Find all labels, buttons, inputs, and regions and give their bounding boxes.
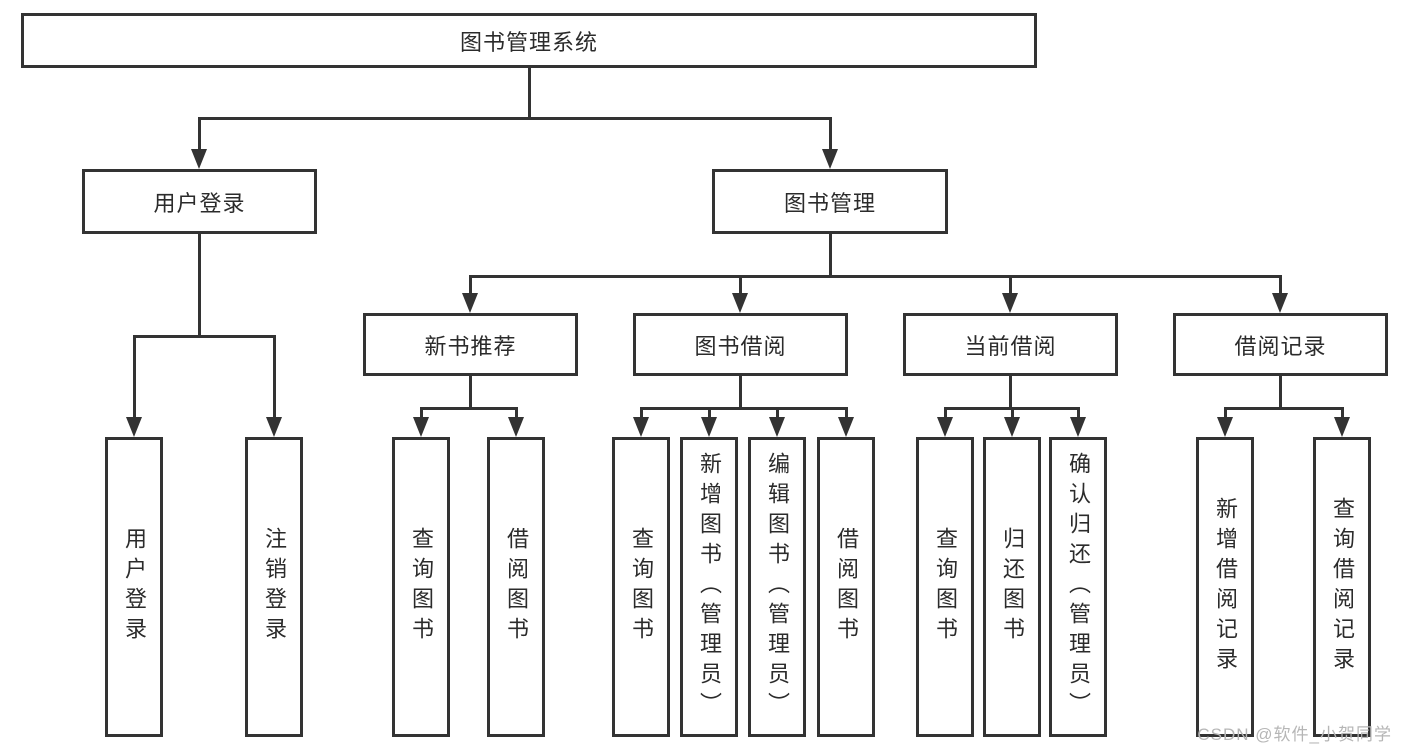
connector-arrowhead [822,149,838,169]
leaf-label: 查询图书 [933,527,958,647]
connector-arrowhead [1272,293,1288,313]
node-book-borrow: 图书借阅 [633,313,848,376]
leaf-borrow-edit-books-admin: 编辑图书（管理员） [748,437,806,737]
leaf-current-query-books: 查询图书 [916,437,974,737]
connector-line [1223,407,1344,410]
connector-arrowhead [126,417,142,437]
leaf-label: 编辑图书（管理员） [765,452,790,722]
leaf-borrow-borrow-books: 借阅图书 [817,437,875,737]
connector-line [1223,409,1227,420]
connector-arrowhead [769,417,785,437]
leaf-borrow-query-books: 查询图书 [612,437,670,737]
node-library-management-system: 图书管理系统 [21,13,1037,68]
connector-line [844,409,848,420]
node-user-login: 用户登录 [82,169,317,234]
connector-arrowhead [633,417,649,437]
connector-line [514,409,518,420]
connector-line [468,277,472,296]
watermark: CSDN @软件_小贺同学 [1197,725,1392,744]
node-label: 借阅记录 [1234,333,1327,359]
node-new-book-recommend: 新书推荐 [363,313,578,376]
leaf-user-login: 用户登录 [105,437,163,737]
connector-arrowhead [266,417,282,437]
connector-line [197,234,201,337]
leaf-current-confirm-return-admin: 确认归还（管理员） [1049,437,1107,737]
connector-line [738,277,742,296]
connector-line [1008,376,1012,409]
leaf-records-query-record: 查询借阅记录 [1313,437,1371,737]
leaf-label: 新增借阅记录 [1213,497,1238,677]
connector-arrowhead [838,417,854,437]
node-label: 新书推荐 [424,333,517,359]
leaf-records-add-record: 新增借阅记录 [1196,437,1254,737]
leaf-current-return-books: 归还图书 [983,437,1041,737]
connector-line [419,407,518,410]
connector-arrowhead [1002,293,1018,313]
connector-line [132,335,276,338]
connector-line [1008,277,1012,296]
connector-line [943,409,947,420]
connector-line [527,68,531,118]
leaf-label: 查询图书 [409,527,434,647]
leaf-borrow-add-books-admin: 新增图书（管理员） [680,437,738,737]
connector-line [1010,409,1014,420]
node-label: 用户登录 [153,190,246,216]
node-label: 图书借阅 [694,333,787,359]
leaf-label: 借阅图书 [834,527,859,647]
connector-line [468,376,472,409]
leaf-recommend-query-books: 查询图书 [392,437,450,737]
connector-line [828,119,832,152]
node-current-borrow: 当前借阅 [903,313,1118,376]
connector-line [197,117,832,120]
connector-line [419,409,423,420]
connector-arrowhead [191,149,207,169]
connector-line [828,233,832,278]
node-label: 图书管理 [783,190,876,216]
connector-arrowhead [1004,417,1020,437]
connector-line [132,337,136,420]
connector-line [1340,409,1344,420]
leaf-label: 查询图书 [629,527,654,647]
connector-line [1278,277,1282,296]
connector-arrowhead [937,417,953,437]
leaf-logout: 注销登录 [245,437,303,737]
node-book-management: 图书管理 [712,169,948,234]
connector-line [1278,376,1282,409]
leaf-label: 归还图书 [1000,527,1025,647]
connector-line [738,376,742,409]
node-label: 当前借阅 [964,333,1057,359]
connector-arrowhead [701,417,717,437]
connector-line [707,409,711,420]
connector-line [468,275,1282,278]
leaf-recommend-borrow-books: 借阅图书 [487,437,545,737]
connector-line [943,407,1080,410]
connector-line [197,119,201,152]
node-label: 图书管理系统 [459,29,598,55]
connector-line [1076,409,1080,420]
connector-arrowhead [1334,417,1350,437]
node-borrow-records: 借阅记录 [1173,313,1388,376]
leaf-label: 新增图书（管理员） [697,452,722,722]
connector-arrowhead [508,417,524,437]
connector-arrowhead [1217,417,1233,437]
connector-line [775,409,779,420]
connector-line [639,407,848,410]
leaf-label: 用户登录 [122,527,147,647]
leaf-label: 确认归还（管理员） [1066,452,1091,722]
connector-arrowhead [732,293,748,313]
connector-arrowhead [1070,417,1086,437]
connector-arrowhead [462,293,478,313]
connector-line [272,337,276,420]
leaf-label: 借阅图书 [504,527,529,647]
connector-arrowhead [413,417,429,437]
leaf-label: 查询借阅记录 [1330,497,1355,677]
leaf-label: 注销登录 [262,527,287,647]
connector-line [639,409,643,420]
